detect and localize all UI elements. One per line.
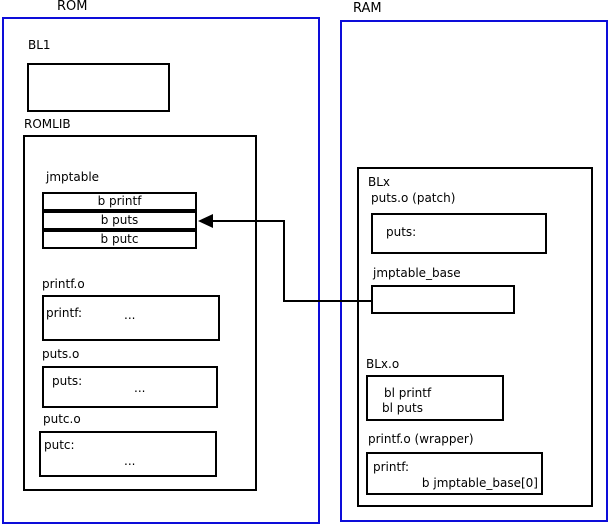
puts-o-label: puts.o	[42, 347, 80, 361]
blx-label: BLx	[368, 175, 391, 189]
printf-dots: ...	[124, 308, 136, 322]
blx-o-box: bl printf bl puts	[366, 375, 504, 421]
putc-dots: ...	[124, 454, 136, 468]
jmptable-label: jmptable	[46, 170, 100, 184]
printf-wrapper-label: printf.o (wrapper)	[368, 432, 474, 446]
romlib-label: ROMLIB	[24, 117, 71, 131]
jmptable-box: b printf b puts b putc	[42, 192, 197, 249]
blx-o-line-2: bl puts	[382, 401, 423, 415]
jmptable-entry-putc: b putc	[42, 230, 197, 249]
ram-title: RAM	[353, 1, 382, 16]
jmptable-entry-printf: b printf	[42, 192, 197, 211]
puts-symbol: puts:	[52, 374, 83, 388]
putc-o-label: putc.o	[43, 412, 81, 426]
puts-patch-box: puts:	[371, 213, 547, 254]
printf-o-label: printf.o	[42, 277, 85, 291]
putc-symbol: putc:	[44, 438, 75, 452]
printf-wrapper-box: printf: b jmptable_base[0]	[366, 452, 543, 495]
printf-symbol: printf:	[46, 306, 83, 320]
jmptable-base-label: jmptable_base	[373, 266, 461, 280]
jmptable-entry-puts: b puts	[42, 211, 197, 230]
puts-dots: ...	[134, 381, 146, 395]
printf-wrapper-symbol: printf:	[373, 460, 410, 474]
blx-o-line-1: bl printf	[384, 386, 432, 400]
jmptable-base-box	[371, 285, 515, 314]
puts-patch-symbol: puts:	[386, 225, 417, 239]
bl1-box	[27, 63, 170, 112]
puts-o-box: puts: ...	[42, 366, 218, 408]
printf-o-box: printf: ...	[42, 295, 220, 341]
bl1-label: BL1	[28, 38, 51, 52]
putc-o-box: putc: ...	[39, 431, 217, 477]
printf-wrapper-instruction: b jmptable_base[0]	[421, 476, 538, 490]
blx-o-label: BLx.o	[366, 357, 400, 371]
rom-title: ROM	[57, 0, 88, 14]
puts-patch-label: puts.o (patch)	[371, 191, 456, 205]
